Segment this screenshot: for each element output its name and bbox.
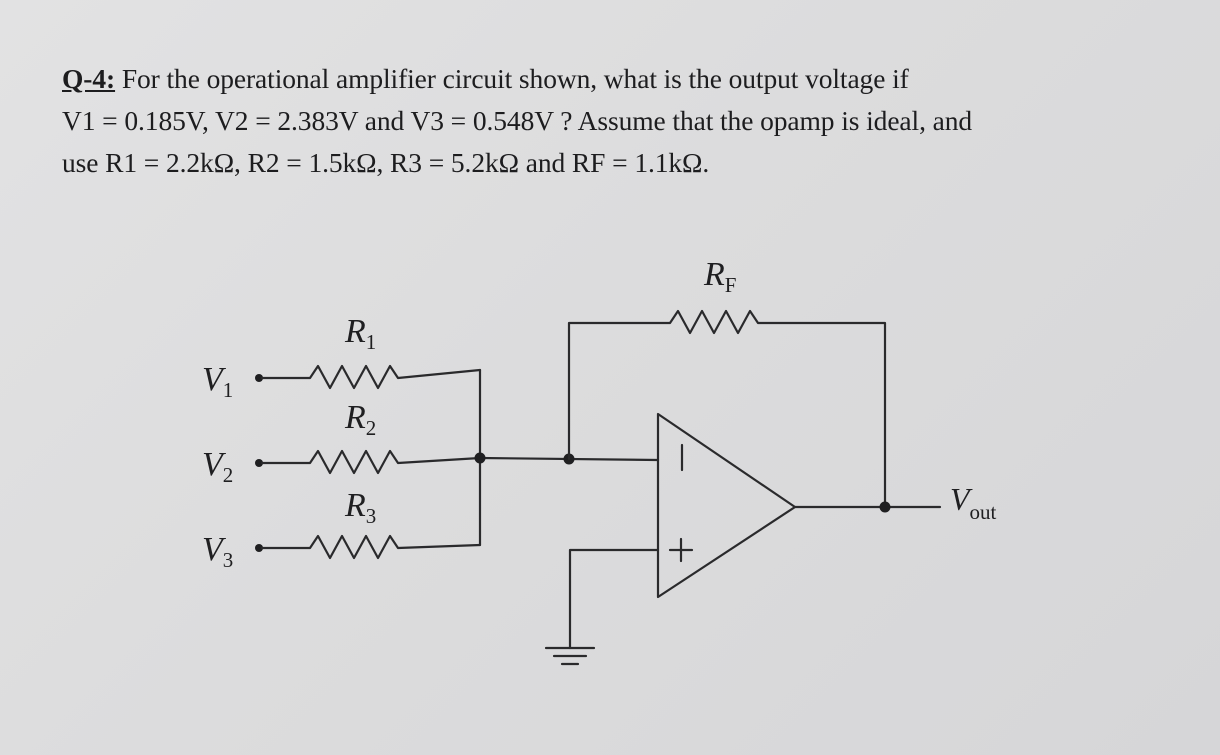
r2-label: R2 (344, 399, 376, 440)
v3-terminal (255, 544, 263, 552)
v3-label: V3 (202, 531, 233, 572)
r1-label: R1 (344, 313, 376, 354)
resistor-r1 (260, 364, 482, 390)
opamp-plus-sign (668, 537, 694, 563)
v1-terminal (255, 374, 263, 382)
rf-label: RF (703, 256, 736, 297)
question-line-3: use R1 = 2.2kΩ, R2 = 1.5kΩ, R3 = 5.2kΩ a… (62, 147, 710, 178)
opamp-triangle (656, 412, 797, 599)
r3-label: R3 (344, 487, 376, 528)
question-text: Q-4: For the operational amplifier circu… (62, 58, 1192, 184)
question-number: Q-4: (62, 63, 116, 94)
ground-icon (544, 646, 596, 666)
v1-label: V1 (202, 361, 233, 402)
question-line-1-text: For the operational amplifier circuit sh… (115, 63, 909, 94)
v2-terminal (255, 459, 263, 467)
summing-junction-dot (474, 452, 486, 464)
ground-wire (568, 548, 660, 650)
vout-label: Vout (950, 481, 997, 524)
question-line-1: Q-4: For the operational amplifier circu… (62, 58, 1192, 100)
v2-label: V2 (202, 446, 233, 487)
resistor-r3 (260, 534, 482, 560)
feedback-resistor-rf (567, 309, 887, 509)
resistor-r2 (260, 449, 482, 475)
question-line-2: V1 = 0.185V, V2 = 2.383V and V3 = 0.548V… (62, 105, 973, 136)
output-junction-dot (879, 501, 891, 513)
